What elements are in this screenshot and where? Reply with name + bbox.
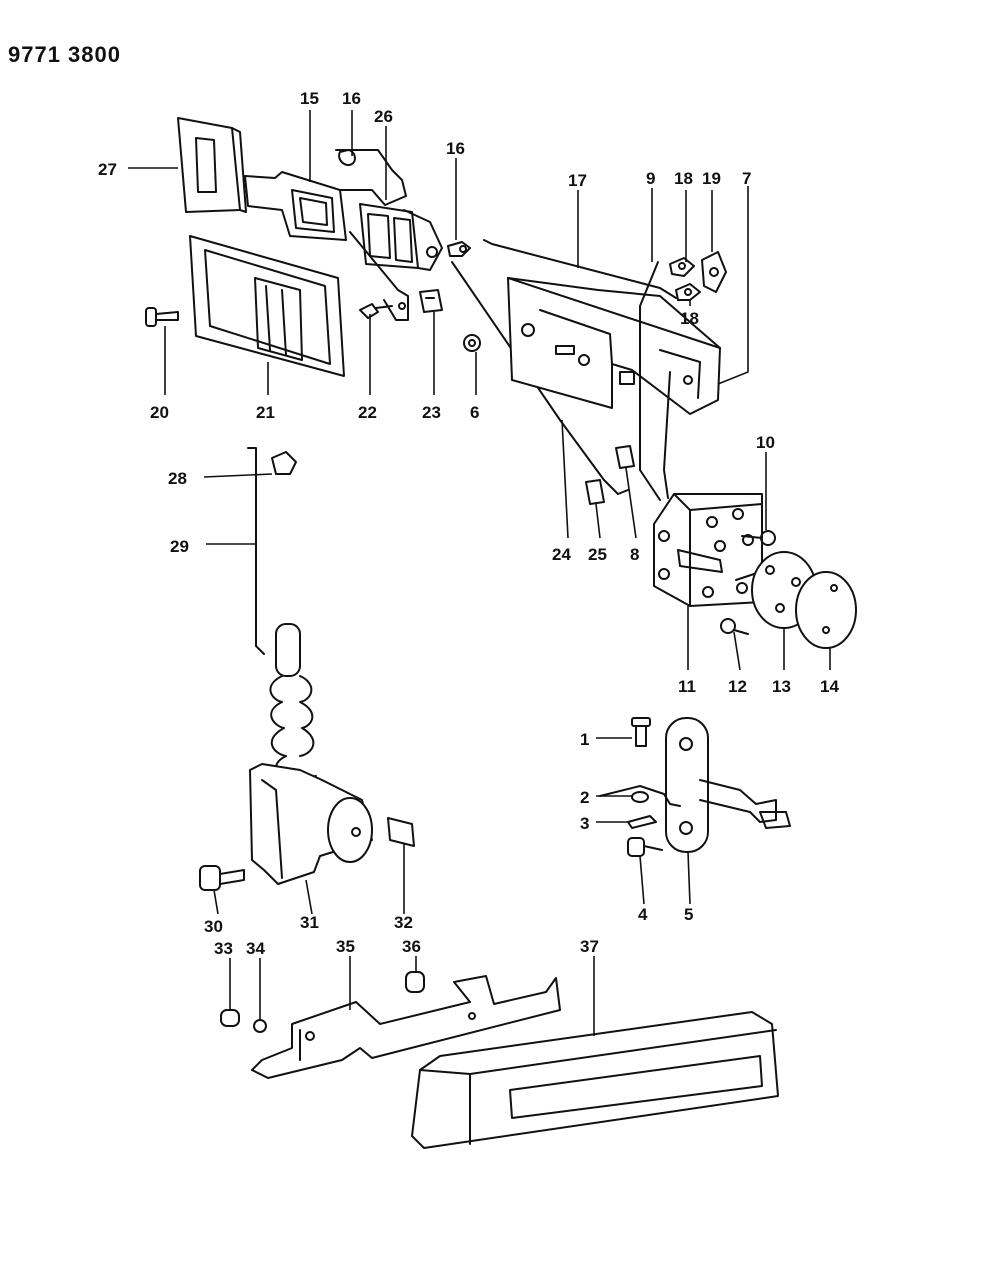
callout-28: 28: [168, 469, 187, 488]
callout-25: 25: [588, 545, 607, 564]
callout-29: 29: [170, 537, 189, 556]
callout-23: 23: [422, 403, 441, 422]
callout-12: 12: [728, 677, 747, 696]
callout-36: 36: [402, 937, 421, 956]
callout-33: 33: [214, 939, 233, 958]
callout-10: 10: [756, 433, 775, 452]
part-12-screw: [720, 618, 749, 635]
part-15-handle-frame: [244, 171, 347, 241]
part-31-lock-actuator: [249, 623, 373, 885]
part-27-cover-plate: [177, 117, 247, 213]
part-26-bracket: [335, 149, 443, 321]
part-36-grommet: [405, 971, 425, 993]
part-11-door-latch: [653, 493, 763, 607]
callout-34: 34: [246, 939, 265, 958]
part-14-cover: [795, 571, 857, 649]
callout-27: 27: [98, 160, 117, 179]
part-3-pin: [627, 815, 657, 829]
part-22-screw: [359, 303, 393, 319]
callout-9: 9: [646, 169, 655, 188]
callout-11: 11: [678, 677, 696, 696]
callout-31: 31: [300, 913, 319, 932]
part-1-bolt: [631, 717, 651, 747]
callout-17: 17: [568, 171, 587, 190]
callout-16-upper: 16: [342, 89, 361, 108]
part-34-clip: [253, 1019, 267, 1033]
callout-18-lower: 18: [680, 309, 699, 328]
part-16-clip-right: [447, 241, 471, 257]
callout-13: 13: [772, 677, 791, 696]
callout-2: 2: [580, 788, 589, 807]
callout-21: 21: [256, 403, 275, 422]
drawing-number: 9771 3800: [8, 42, 121, 67]
callout-37: 37: [580, 937, 599, 956]
part-35-bracket: [251, 975, 561, 1079]
callout-labels: 27 15 16 26 16 17 9 18 19 7 18 20 21 22 …: [98, 89, 839, 958]
part-30-bolt: [199, 865, 245, 891]
part-19-clip: [701, 251, 727, 293]
part-33-grommet: [220, 1009, 240, 1027]
callout-8: 8: [630, 545, 639, 564]
part-17-rod: [483, 239, 677, 299]
part-37-garnish-panel: [411, 1011, 779, 1149]
part-18-clip-upper: [669, 257, 695, 277]
part-25-clip: [585, 479, 605, 505]
part-16-clip-upper: [338, 149, 356, 166]
callout-7: 7: [742, 169, 751, 188]
part-21-handle-housing: [189, 235, 345, 377]
leader-lines: [128, 110, 831, 1036]
callout-24: 24: [552, 545, 571, 564]
callout-22: 22: [358, 403, 377, 422]
callout-15: 15: [300, 89, 319, 108]
part-20-screw: [145, 307, 179, 327]
part-8-clip: [615, 445, 635, 469]
callout-3: 3: [580, 814, 589, 833]
callout-32: 32: [394, 913, 413, 932]
callout-5: 5: [684, 905, 693, 924]
part-7-lock-assembly: [507, 277, 721, 415]
callout-35: 35: [336, 937, 355, 956]
callout-20: 20: [150, 403, 169, 422]
callout-16-right: 16: [446, 139, 465, 158]
part-29-rod: [247, 447, 265, 655]
callout-14: 14: [820, 677, 839, 696]
part-2-washer: [631, 791, 649, 803]
callout-18-upper: 18: [674, 169, 693, 188]
callout-1: 1: [580, 730, 589, 749]
part-18-clip-lower: [675, 283, 701, 301]
part-4-bolt: [627, 837, 663, 857]
callout-6: 6: [470, 403, 479, 422]
part-5-door-check: [599, 717, 791, 853]
callout-4: 4: [638, 905, 648, 924]
callout-26: 26: [374, 107, 393, 126]
part-28-clip: [271, 451, 297, 475]
callout-30: 30: [204, 917, 223, 936]
part-10-screw: [741, 530, 776, 546]
part-9-rod: [639, 261, 671, 501]
part-32-bracket: [387, 817, 415, 847]
part-23-clip: [419, 289, 443, 313]
part-6-grommet: [463, 334, 481, 352]
callout-19: 19: [702, 169, 721, 188]
